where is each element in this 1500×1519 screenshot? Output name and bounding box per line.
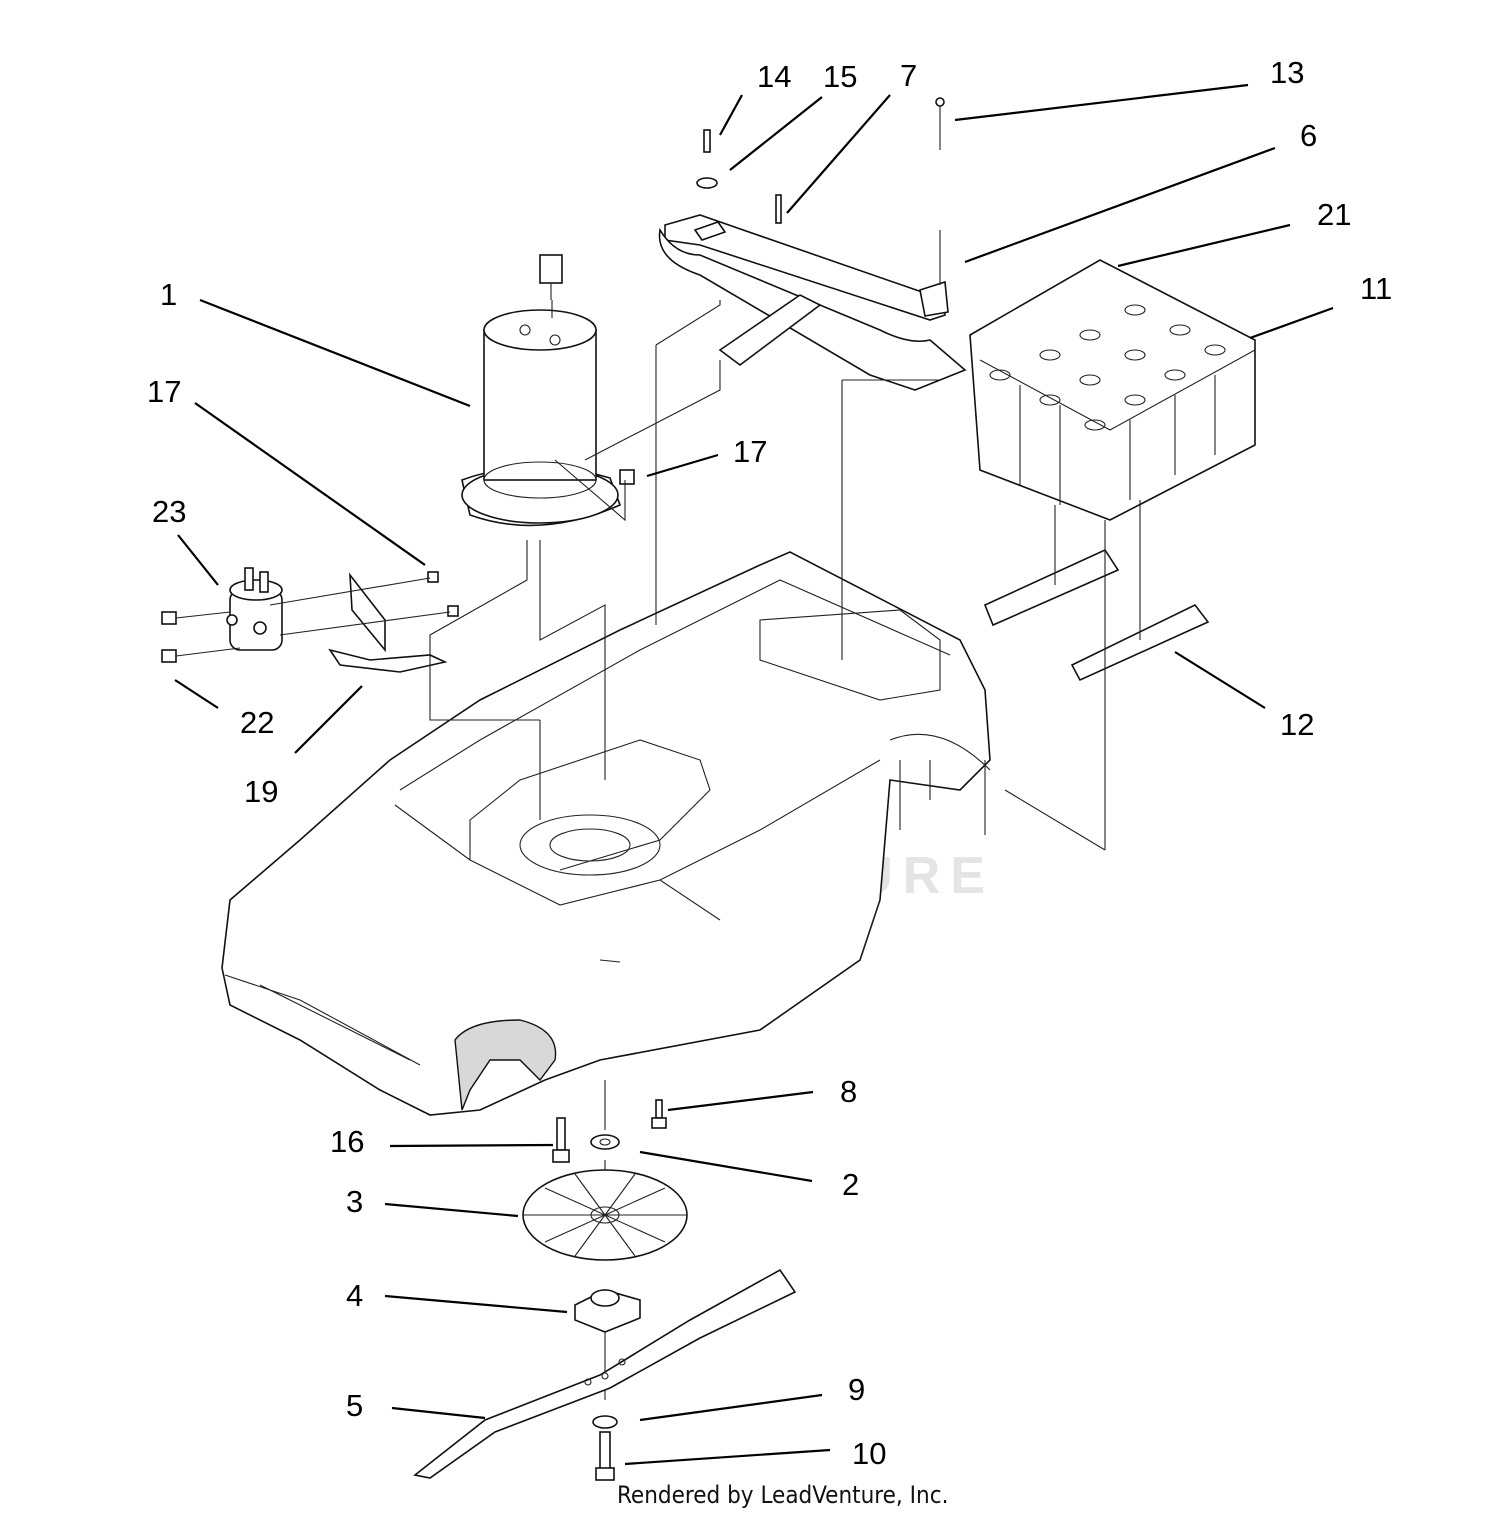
callout-2: 2 [842, 1167, 859, 1202]
solenoid [226, 567, 283, 651]
callout-6: 6 [1300, 118, 1317, 153]
hardware-top [693, 97, 945, 241]
callout-19: 19 [244, 774, 278, 809]
deck-housing [221, 551, 991, 1116]
blade-5 [413, 1268, 797, 1479]
callout-3: 3 [346, 1184, 363, 1219]
callout-13: 13 [1270, 55, 1304, 90]
motor [461, 254, 622, 527]
callout-11: 11 [1360, 271, 1392, 306]
callout-12: 12 [1280, 707, 1314, 742]
callout-23: 23 [152, 494, 186, 529]
callout-17-left: 17 [147, 374, 181, 409]
washer-2 [590, 1134, 620, 1150]
callout-10: 10 [852, 1436, 886, 1471]
washer-9 [592, 1415, 618, 1429]
callout-1: 1 [160, 277, 177, 312]
callouts: 1 2 3 4 5 6 7 8 9 10 11 12 13 14 15 16 1… [147, 55, 1392, 1471]
callout-16: 16 [330, 1124, 364, 1159]
leader-lines [174, 83, 1334, 1466]
callout-4: 4 [346, 1278, 363, 1313]
callout-21: 21 [1317, 197, 1351, 232]
callout-5: 5 [346, 1388, 363, 1423]
bolt-16 [552, 1117, 570, 1163]
adapter-4 [574, 1289, 641, 1333]
screws-22 [161, 611, 177, 663]
callout-7: 7 [900, 58, 917, 93]
solenoid-bracket [328, 572, 448, 673]
callout-22: 22 [240, 705, 274, 740]
fan-3 [522, 1169, 688, 1261]
callout-9: 9 [848, 1372, 865, 1407]
screw-8 [651, 1099, 667, 1129]
callout-17-right: 17 [733, 434, 767, 469]
assembly-lines [175, 300, 1141, 1400]
battery-pads [983, 548, 1210, 682]
callout-15: 15 [823, 59, 857, 94]
callout-14: 14 [757, 59, 791, 94]
callout-8: 8 [840, 1074, 857, 1109]
render-credit: Rendered by LeadVenture, Inc. [617, 1481, 948, 1509]
battery-pack [969, 259, 1256, 521]
bolt-10 [595, 1431, 615, 1481]
nuts-17 [427, 469, 635, 617]
battery-bracket [658, 214, 967, 391]
